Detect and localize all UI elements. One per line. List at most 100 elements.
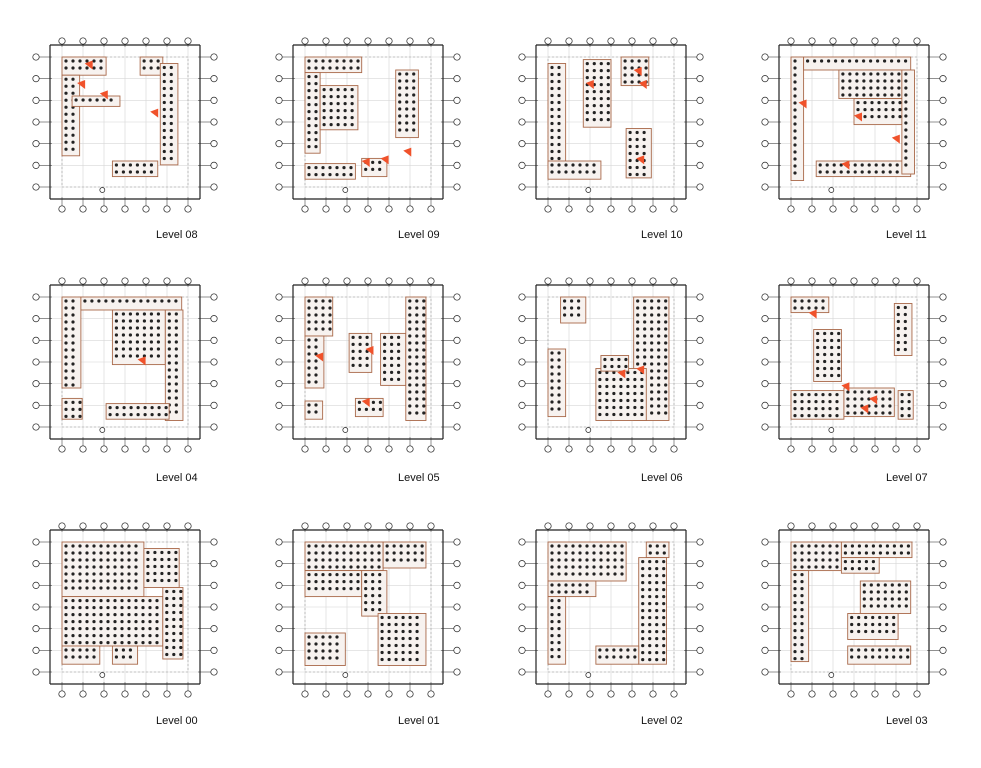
- shelf-dot: [120, 620, 124, 624]
- shelf-dot: [307, 145, 311, 149]
- room-block: [790, 390, 845, 420]
- shelf-dot: [92, 551, 96, 555]
- shelf-dot: [139, 299, 143, 303]
- shelf-dot: [904, 128, 908, 132]
- structural-grid: [32, 37, 218, 213]
- shelf-dot: [383, 356, 387, 360]
- shelf-dot: [655, 616, 659, 620]
- grid-bubble: [649, 522, 657, 530]
- shelf-dot: [314, 299, 318, 303]
- room-block: [61, 596, 164, 647]
- shelf-dot: [363, 544, 367, 548]
- shelf-dot: [307, 352, 311, 356]
- shelf-dot: [881, 163, 885, 167]
- shelf-dot: [843, 560, 847, 564]
- grid-bubble: [787, 445, 795, 453]
- shelf-dot: [64, 599, 68, 603]
- shelf-dot: [156, 66, 160, 70]
- shelf-dot: [650, 390, 654, 394]
- grid-bubble: [427, 522, 435, 530]
- shelf-dot: [397, 363, 401, 367]
- grid-bubble: [892, 522, 900, 530]
- shelf-dot: [314, 59, 318, 63]
- shelf-dot: [550, 544, 554, 548]
- shelf-dot: [335, 642, 339, 646]
- shelf-dot: [557, 641, 561, 645]
- room-block: [61, 74, 81, 157]
- shelf-dot: [897, 59, 901, 63]
- shelf-dot: [370, 544, 374, 548]
- shelf-dot: [635, 165, 639, 170]
- shelf-dot: [149, 170, 153, 174]
- room-block: [547, 580, 597, 598]
- shelf-dot: [578, 544, 582, 548]
- grid-bubble: [343, 205, 351, 213]
- shelf-dot: [890, 590, 894, 594]
- shelf-dot: [816, 373, 820, 378]
- shelf-dot: [351, 356, 355, 360]
- room-block: [61, 645, 101, 665]
- shelf-dot: [837, 338, 841, 343]
- shelf-dot: [156, 59, 160, 63]
- shelf-dot: [823, 366, 827, 371]
- grid-bubble: [453, 581, 461, 589]
- shelf-dot: [356, 59, 360, 63]
- shelf-dot: [598, 377, 602, 382]
- shelf-dot: [648, 560, 652, 564]
- shelf-dot: [169, 142, 173, 147]
- shelf-dot: [156, 326, 160, 330]
- shelf-dot: [406, 551, 410, 555]
- shelf-dot: [585, 104, 589, 108]
- shelf-dot: [592, 551, 596, 555]
- grid-bubble: [301, 37, 309, 45]
- grid-bubble: [275, 358, 283, 366]
- grid-bubble: [453, 53, 461, 61]
- shelf-dot: [364, 573, 368, 577]
- shelf-dot: [843, 544, 847, 548]
- shelf-dot: [71, 655, 75, 659]
- shelf-dot: [640, 391, 644, 396]
- shelf-dot: [387, 622, 391, 627]
- shelf-dot: [169, 72, 173, 77]
- shelf-dot: [878, 544, 882, 548]
- shelf-dot: [821, 407, 825, 411]
- shelf-dot: [860, 397, 864, 401]
- shelf-dot: [142, 66, 146, 70]
- shelf-dot: [408, 615, 412, 620]
- shelf-dot: [179, 617, 183, 622]
- shelf-dot: [871, 544, 875, 548]
- shelf-dot: [321, 642, 325, 646]
- shelf-dot: [585, 551, 589, 555]
- shelf-dot: [349, 173, 353, 177]
- shelf-dot: [900, 393, 904, 397]
- shelf-dot: [857, 629, 861, 634]
- shelf-dot: [626, 398, 630, 403]
- shelf-dot: [314, 580, 318, 584]
- shelf-dot: [557, 400, 561, 404]
- grid-bubble: [696, 293, 704, 301]
- shelf-dot: [800, 629, 804, 633]
- shelf-dot: [172, 638, 176, 643]
- shelf-dot: [578, 565, 582, 569]
- shelf-dot: [793, 393, 797, 397]
- shelf-dot: [636, 355, 640, 359]
- grid-bubble: [184, 522, 192, 530]
- shelf-dot: [641, 644, 645, 648]
- entry-marker-icon: [99, 672, 106, 678]
- shelf-dot: [64, 414, 68, 418]
- shelf-dot: [111, 299, 115, 303]
- shelf-dot: [906, 648, 910, 652]
- shelf-dot: [869, 590, 873, 594]
- shelf-dot: [655, 609, 659, 613]
- shelf-dot: [321, 558, 325, 562]
- shelf-dot: [314, 103, 318, 107]
- shelf-dot: [174, 340, 178, 344]
- grid-bubble: [427, 277, 435, 285]
- shelf-dot: [71, 648, 75, 652]
- shelf-dot: [78, 551, 82, 555]
- shelf-dot: [387, 629, 391, 634]
- shelf-dot: [895, 163, 899, 167]
- grid-bubble: [565, 37, 573, 45]
- shelf-dot: [97, 299, 101, 303]
- shelf-dot: [807, 299, 811, 303]
